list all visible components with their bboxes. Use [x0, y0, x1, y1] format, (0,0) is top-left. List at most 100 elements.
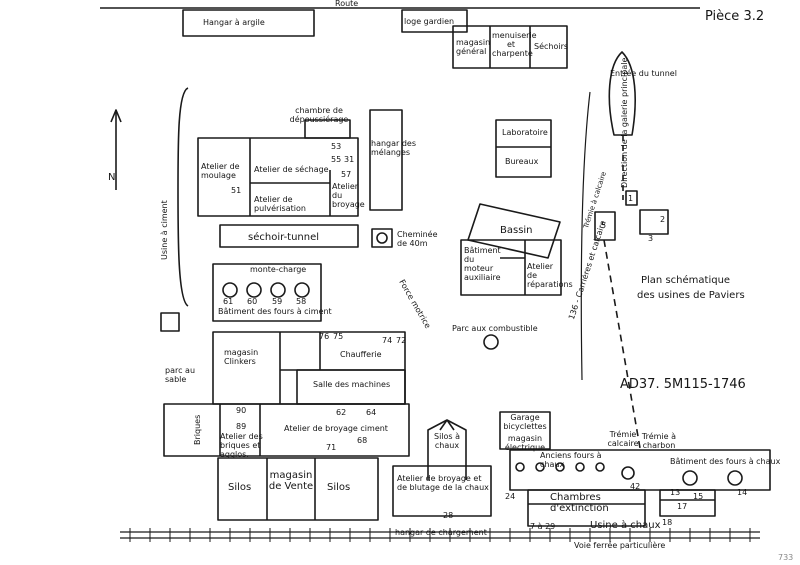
broyage-ciment-outline [163, 403, 410, 457]
atelier-sechage-label: Atelier de séchage [254, 165, 329, 174]
number-5: 5 [601, 221, 607, 230]
sechoirs-label: Séchoirs [534, 42, 569, 51]
cheminee-label: Cheminée de 40m [397, 230, 438, 248]
hangar-argile-label: Hangar à argile [203, 18, 265, 27]
number-64: 64 [366, 408, 377, 417]
number-57: 57 [341, 170, 352, 179]
briques-label: Briques [193, 414, 202, 445]
silos-chaux-outline [427, 419, 467, 480]
usine-ciment-brace [177, 87, 189, 307]
tunnel-outline [608, 51, 636, 136]
number-17: 17 [677, 502, 688, 511]
number-28: 28 [443, 511, 454, 520]
magasin-electrique-label: magasin électrique [504, 434, 546, 452]
salle-machines-label: Salle des machines [313, 380, 391, 389]
number-42: 42 [630, 482, 641, 491]
silos-left-label: Silos [228, 482, 252, 493]
number-15: 15 [693, 492, 704, 501]
number-74: 74 [382, 336, 393, 345]
bureaux-label: Bureaux [505, 157, 539, 166]
batiment-moteur-label: Bâtiment du moteur auxiliaire [464, 246, 501, 282]
bassin-outline [467, 203, 561, 259]
bassin-label: Bassin [500, 225, 533, 236]
route-label: Route [335, 0, 359, 8]
number-59: 59 [272, 297, 283, 306]
chambre-depoussierage-label: chambre de dépoussiérage [289, 106, 349, 124]
magasin-clinkers-label: magasin Clinkers [224, 348, 259, 366]
number-60: 60 [247, 297, 258, 306]
laboratoire-outline [495, 119, 552, 178]
monte-charge-label: monte-charge [250, 265, 307, 274]
magasin-vente-label: magasin de Vente [268, 470, 314, 492]
atelier-pulverisation-label: Atelier de pulvérisation [254, 195, 306, 213]
atelier-broyage-top-label: Atelier du broyage [332, 182, 365, 209]
number-18: 18 [662, 518, 673, 527]
north-label: N [108, 172, 116, 183]
number-1: 1 [628, 194, 634, 203]
tremie-charbon-label: Trémie à charbon [641, 432, 677, 450]
number-24: 24 [505, 492, 516, 501]
laboratoire-label: Laboratoire [502, 128, 548, 137]
chaufferie-label: Chaufferie [340, 350, 382, 359]
plan-title: Plan schématique [641, 275, 731, 286]
number-14: 14 [737, 488, 748, 497]
number-53: 53 [331, 142, 342, 151]
batiment-fours-chaux-label: Bâtiment des fours à chaux [670, 457, 781, 466]
number-55: 55 [331, 155, 342, 164]
atelier-block-outline [197, 137, 359, 217]
number-75: 75 [333, 332, 344, 341]
hangar-argile-outline [182, 9, 315, 37]
clinkers-block-outline [212, 331, 406, 405]
number-61: 61 [223, 297, 234, 306]
anciens-fours-label: Anciens fours à chaux [540, 451, 602, 469]
piece-number: Pièce 3.2 [705, 9, 765, 24]
number-71: 71 [326, 443, 337, 452]
menuiserie-label: menuiserie et charpente [492, 31, 537, 58]
numbers-label: 7 à 29 [530, 522, 556, 531]
number-68: 68 [357, 436, 368, 445]
loge-gardien-label: loge gardien [404, 17, 455, 26]
hangar-melanges-label: hangar des mélanges [371, 139, 417, 157]
page-number: 733 [778, 553, 794, 562]
railway-label: Voie ferrée particulière [574, 541, 666, 550]
number-31: 31 [344, 155, 355, 164]
magasin-general-label: magasin général [456, 38, 491, 56]
tremie-calcaire-label: Trémie calcaire [607, 430, 639, 448]
number-62: 62 [336, 408, 347, 417]
usine-chaux-label: Usine à chaux [590, 520, 661, 531]
chambres-extinction-label: Chambres d'extinction [550, 492, 609, 514]
parc-sable-label: parc au sable [165, 366, 196, 384]
sechoir-tunnel-label: séchoir-tunnel [248, 232, 320, 243]
parc-combustible-label: Parc aux combustible [452, 324, 538, 333]
sechoir-tunnel-outline [219, 224, 359, 248]
silos-right-label: Silos [327, 482, 351, 493]
number-89: 89 [236, 422, 247, 431]
vente-block-outline [217, 457, 379, 521]
number-76: 76 [319, 332, 330, 341]
number-13: 13 [670, 488, 681, 497]
magasin-row-outline [452, 25, 568, 69]
plan-subtitle: des usines de Paviers [637, 290, 745, 301]
number-90: 90 [236, 406, 247, 415]
number-58: 58 [296, 297, 307, 306]
number-72: 72 [396, 336, 407, 345]
archive-reference: AD37. 5M115-1746 [620, 377, 746, 392]
atelier-blutage-label: Atelier de broyage et de blutage de la c… [397, 474, 489, 492]
batiment-fours-ciment-label: Bâtiment des fours à ciment [218, 307, 332, 316]
entree-tunnel-label: Entrée du tunnel [610, 69, 677, 78]
fours-ciment-outline [212, 263, 322, 322]
atelier-moulage-label: Atelier de moulage [201, 162, 240, 180]
hangar-melanges-outline [369, 109, 403, 211]
usine-ciment-label: Usine à ciment [160, 200, 169, 260]
atelier-broyage-ciment-label: Atelier de broyage ciment [284, 424, 388, 433]
loge-gardien-outline [401, 9, 468, 33]
silos-chaux-label: Silos à chaux [433, 432, 461, 450]
atelier-reparations-label: Atelier de réparations [527, 262, 573, 289]
hangar-chargement-label: hangar de chargement [395, 528, 487, 537]
number-51: 51 [231, 186, 242, 195]
atelier-briques-label: Atelier des briques et agglos. [220, 432, 263, 459]
number-2: 2 [660, 215, 666, 224]
number-3: 3 [648, 234, 654, 243]
